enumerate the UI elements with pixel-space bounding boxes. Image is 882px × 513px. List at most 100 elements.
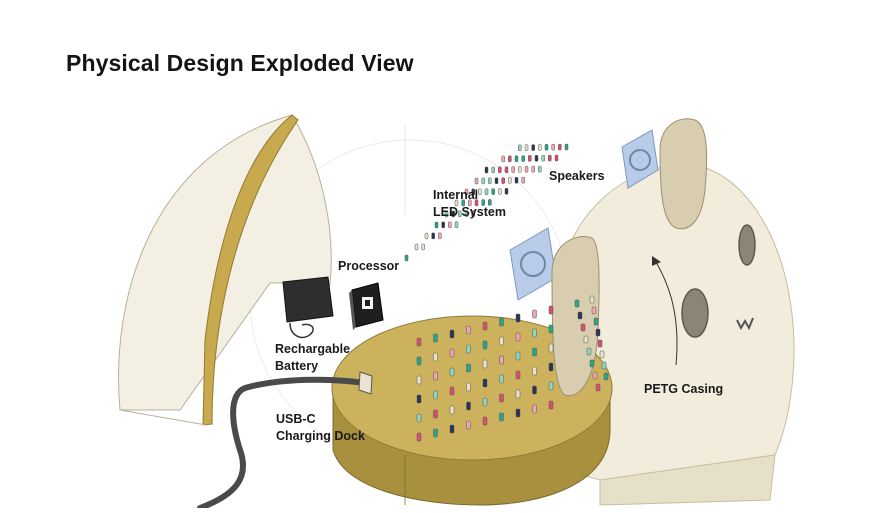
led-cell xyxy=(597,339,603,348)
led-cell xyxy=(591,306,597,315)
led-cell xyxy=(491,166,495,174)
left-dome-shell xyxy=(118,114,332,426)
led-cell xyxy=(466,382,471,392)
led-cell xyxy=(482,397,488,407)
led-cell xyxy=(499,355,504,365)
casing-logo-mark xyxy=(736,317,754,331)
led-cell xyxy=(416,356,422,366)
led-cell xyxy=(481,199,485,206)
led-cell xyxy=(548,324,554,334)
label-led-line1: Internal xyxy=(433,188,479,202)
led-cell xyxy=(532,404,537,414)
led-cell xyxy=(521,155,525,162)
led-cell xyxy=(531,144,535,151)
led-cell xyxy=(458,210,462,218)
led-cell xyxy=(499,393,504,403)
led-cell xyxy=(528,155,532,162)
led-cell xyxy=(532,309,537,319)
led-cell xyxy=(464,210,469,217)
label-casing-text: PETG Casing xyxy=(644,382,724,396)
label-processor-text: Processor xyxy=(338,259,400,273)
led-cell xyxy=(534,155,539,162)
led-cell xyxy=(515,313,521,323)
led-cell xyxy=(466,401,471,411)
led-cell xyxy=(414,243,419,251)
led-cell xyxy=(449,405,455,415)
led-cell xyxy=(538,144,542,151)
led-cell xyxy=(499,317,504,327)
led-cell xyxy=(416,413,422,423)
led-cell xyxy=(548,362,554,372)
led-cell xyxy=(515,408,521,418)
label-speakers: Speakers xyxy=(549,168,605,185)
led-cell xyxy=(524,144,529,151)
led-cell xyxy=(466,344,471,354)
led-cell xyxy=(514,155,519,162)
led-cell xyxy=(404,254,409,262)
label-speakers-text: Speakers xyxy=(549,169,605,183)
led-cell xyxy=(494,177,499,184)
led-cell xyxy=(599,350,605,359)
led-cell xyxy=(508,155,512,163)
led-cell xyxy=(518,144,522,152)
led-cell xyxy=(449,424,455,434)
led-cell xyxy=(515,351,521,361)
led-cell xyxy=(515,389,521,399)
led-cell xyxy=(488,199,492,206)
led-cell xyxy=(593,317,599,326)
led-cell xyxy=(471,210,475,217)
led-cell xyxy=(481,177,485,185)
speaker-plate-lower xyxy=(509,227,557,301)
led-cell xyxy=(521,176,525,184)
speaker-housing-upper xyxy=(659,118,708,230)
led-cell xyxy=(499,374,504,384)
casing-pointer-line xyxy=(655,261,678,366)
led-cell xyxy=(541,154,545,162)
led-cell xyxy=(592,371,598,380)
led-cell xyxy=(433,333,438,343)
led-cell xyxy=(532,328,537,338)
led-cell xyxy=(564,143,569,151)
led-cell xyxy=(531,165,535,173)
label-casing: PETG Casing xyxy=(644,381,723,398)
led-cell xyxy=(504,188,509,195)
led-cell xyxy=(461,199,465,207)
led-cell xyxy=(482,340,488,350)
led-cell xyxy=(595,328,601,337)
led-cell xyxy=(478,188,482,196)
label-battery-line1: Rechargable xyxy=(275,342,351,356)
usb-c-dock xyxy=(358,371,373,395)
led-cell xyxy=(554,154,559,162)
led-cell xyxy=(454,199,459,207)
led-cell xyxy=(515,370,521,380)
led-cell xyxy=(518,166,522,173)
led-cell xyxy=(601,361,607,370)
led-cell xyxy=(514,177,519,184)
led-cell xyxy=(449,329,455,339)
led-cell xyxy=(532,385,537,395)
led-cell xyxy=(474,199,479,206)
led-cell xyxy=(471,188,475,196)
led-cell xyxy=(532,347,537,357)
label-usb-line2: Charging Dock xyxy=(276,429,365,443)
led-cell xyxy=(532,366,537,376)
base-puck xyxy=(331,315,613,506)
led-cell xyxy=(482,416,488,426)
led-cell xyxy=(444,210,449,218)
label-led-system: Internal LED System xyxy=(433,187,506,221)
led-cell xyxy=(498,166,502,174)
led-cell xyxy=(595,383,601,392)
led-cell xyxy=(482,378,488,388)
led-system xyxy=(404,143,609,442)
label-battery: Rechargable Battery xyxy=(275,341,350,375)
led-cell xyxy=(433,371,438,381)
led-cell xyxy=(491,188,495,195)
led-cell xyxy=(548,400,554,410)
led-cell xyxy=(449,367,455,377)
led-cell xyxy=(468,199,472,207)
page-title: Physical Design Exploded View xyxy=(66,50,414,76)
led-cell xyxy=(454,221,459,228)
led-cell xyxy=(574,299,580,308)
led-cell xyxy=(464,188,469,196)
